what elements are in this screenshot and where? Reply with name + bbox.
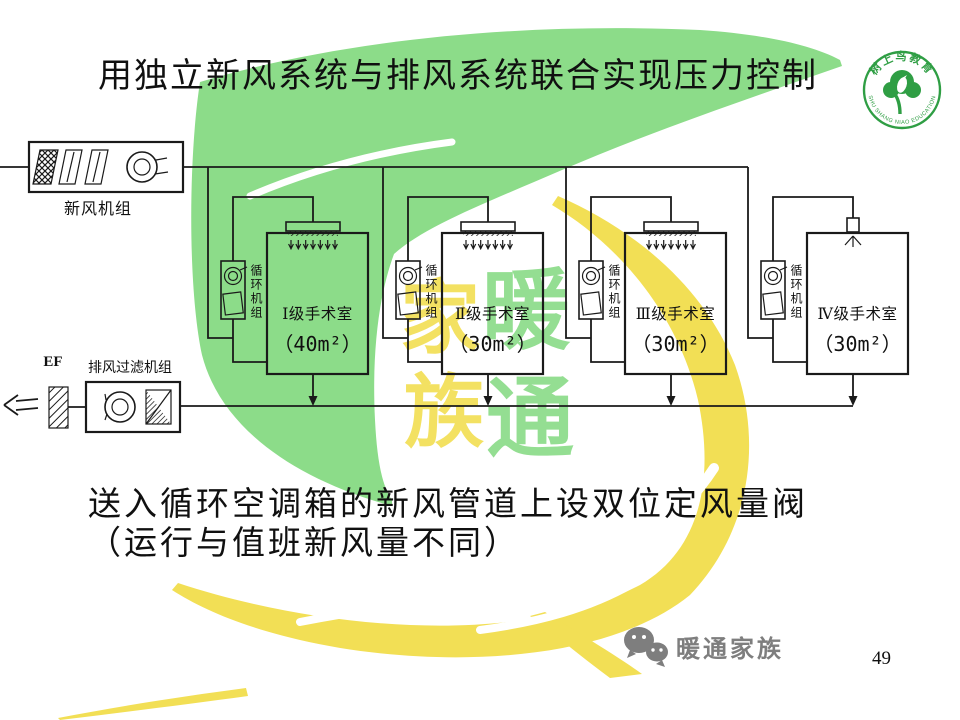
svg-text:SHU SHANG NIAO EDUCATION: SHU SHANG NIAO EDUCATION — [867, 95, 938, 126]
tree-bird-stamp-icon: 树上鸟教育 SHU SHANG NIAO EDUCATION — [862, 49, 942, 130]
exhaust-fan-tag: EF — [43, 354, 63, 370]
room-4-name: Ⅳ级手术室 — [817, 306, 898, 323]
green-swirl-shape — [191, 28, 842, 507]
watermark-char-4: 通 — [486, 366, 575, 470]
stamp-tree-glyph — [883, 70, 921, 115]
yellow-swirl-shape — [172, 196, 750, 658]
stamp-bottom-text: SHU SHANG NIAO EDUCATION — [867, 95, 937, 126]
exhaust-filter-unit-symbol — [3, 380, 182, 434]
fresh-air-unit-symbol — [0, 140, 185, 194]
page-title: 用独立新风系统与排风系统联合实现压力控制 — [98, 58, 818, 95]
circulation-unit-label-2: 循环机组 — [424, 264, 438, 320]
room-1-area: （40m²） — [273, 332, 362, 356]
room-assembly-4 — [746, 165, 910, 408]
fresh-air-unit-label: 新风机组 — [63, 201, 132, 218]
caption-line-1: 送入循环空调箱的新风管道上设双位定风量阀 — [88, 487, 808, 523]
room-assembly-1 — [206, 165, 370, 408]
room-4-area: （30m²） — [813, 332, 902, 356]
exhaust-air-arrow-icon — [3, 394, 39, 416]
circulation-unit-label-1: 循环机组 — [249, 264, 263, 320]
room-3-area: （30m²） — [631, 332, 720, 356]
room-3-name: Ⅲ级手术室 — [635, 306, 716, 323]
exhaust-filter-unit-label: 排风过滤机组 — [88, 361, 172, 376]
watermark-char-3: 族 — [404, 365, 484, 459]
page-number: 49 — [872, 648, 891, 669]
room-assembly-2 — [381, 165, 545, 408]
caption-text: 送入循环空调箱的新风管道上设双位定风量阀 （运行与值班新风量不同） — [88, 486, 888, 564]
wechat-bubbles-icon — [624, 627, 668, 667]
brand-name: 暖通家族 — [676, 636, 784, 663]
circulation-unit-label-3: 循环机组 — [607, 264, 621, 320]
watermark-char-1: 家 — [400, 271, 480, 365]
caption-line-2: （运行与值班新风量不同） — [88, 526, 520, 562]
watermark-char-2: 暖 — [482, 258, 571, 362]
room-2-name: Ⅱ级手术室 — [454, 306, 531, 323]
circulation-unit-label-4: 循环机组 — [789, 264, 803, 320]
room-2-area: （30m²） — [448, 332, 537, 356]
room-1-name: Ⅰ级手术室 — [282, 306, 353, 323]
room-assembly-3 — [564, 165, 728, 408]
